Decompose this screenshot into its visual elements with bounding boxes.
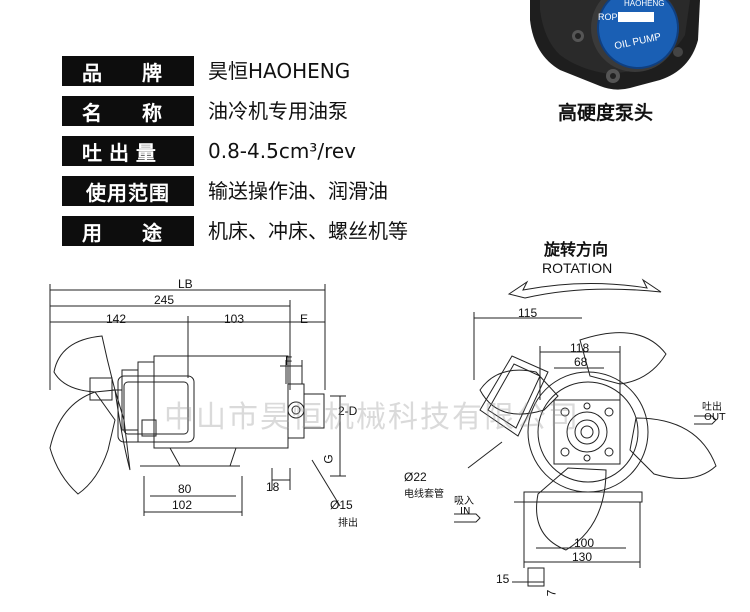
dim-103: 103 [224, 312, 245, 326]
outlet-label-cn: 吐出 [702, 402, 722, 413]
pump-brand-text: HAOHENG [624, 0, 664, 8]
dim-115: 115 [518, 306, 538, 320]
dim-7: 7 [544, 589, 559, 597]
spec-value: 0.8-4.5cm³/rev [208, 139, 356, 163]
dim-2d: 2-D [338, 404, 358, 418]
dim-15: 15 [496, 572, 510, 586]
inlet-label-cn: 吸入 [454, 496, 474, 507]
spec-row-brand: 品 牌 昊恒HAOHENG [62, 52, 462, 92]
dim-e: E [300, 312, 309, 326]
dim-80: 80 [178, 482, 192, 496]
dim-142: 142 [106, 312, 127, 326]
spec-label: 品 牌 [62, 56, 194, 86]
spec-table: 品 牌 昊恒HAOHENG 名 称 油冷机专用油泵 吐 出 量 0.8-4.5c… [62, 52, 462, 252]
side-view-drawing [49, 284, 346, 516]
dim-130: 130 [572, 550, 593, 564]
spec-value: 机床、冲床、螺丝机等 [208, 219, 408, 243]
outlet-label-en: OUT [704, 412, 726, 423]
spec-row-use: 用 途 机床、冲床、螺丝机等 [62, 212, 462, 252]
dim-lb: LB [178, 277, 193, 291]
rotation-arrow [507, 278, 662, 299]
dim-68: 68 [574, 355, 588, 369]
dim-d22: Ø22 [404, 470, 427, 484]
dim-118: 118 [570, 341, 590, 355]
spec-value: 油冷机专用油泵 [208, 99, 348, 123]
spec-value: 输送操作油、润滑油 [208, 179, 388, 203]
spec-value: 昊恒HAOHENG [208, 59, 351, 83]
spec-row-name: 名 称 油冷机专用油泵 [62, 92, 462, 132]
pump-model-text: ROP [598, 12, 618, 22]
pump-head-caption: 高硬度泵头 [558, 102, 654, 124]
company-watermark: 中山市昊恒机械科技有限公司 [164, 400, 580, 435]
dim-100: 100 [574, 536, 595, 550]
spec-label: 用 途 [62, 216, 194, 246]
dim-g: G [321, 454, 336, 464]
spec-label: 吐 出 量 [62, 136, 194, 166]
inlet-label-en: IN [460, 506, 471, 517]
dim-102: 102 [172, 498, 193, 512]
spec-label: 使用范围 [62, 176, 194, 206]
outlet-label-cn: 排出 [338, 518, 358, 529]
spec-row-displacement: 吐 出 量 0.8-4.5cm³/rev [62, 132, 462, 172]
rotation-label-cn: 旋转方向 [544, 240, 609, 259]
spec-row-scope: 使用范围 输送操作油、润滑油 [62, 172, 462, 212]
dim-245: 245 [154, 293, 175, 307]
dim-f: F [285, 354, 293, 368]
dim-18: 18 [266, 480, 280, 494]
pump-head-photo: HAOHENG ROP OIL PUMP [530, 0, 700, 90]
dim-d15: Ø15 [330, 498, 353, 512]
cable-label-cn: 电线套管 [404, 489, 444, 500]
front-view-drawing [454, 312, 717, 587]
spec-label: 名 称 [62, 96, 194, 126]
rotation-label-en: ROTATION [542, 260, 613, 276]
